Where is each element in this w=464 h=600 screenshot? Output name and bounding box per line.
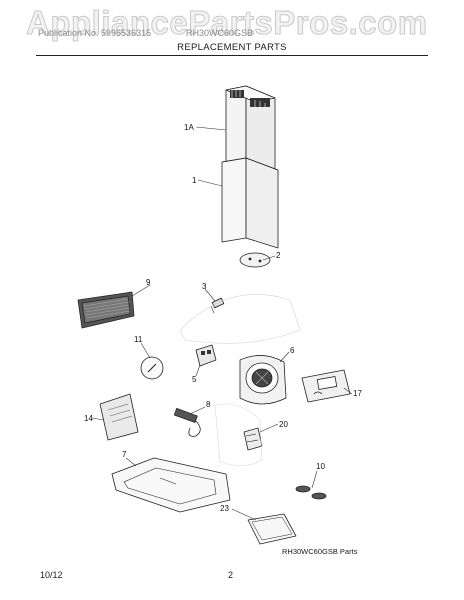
mounting-feet-part — [295, 485, 327, 500]
page-number: 2 — [228, 570, 234, 580]
upper-duct-cover-part — [225, 85, 276, 171]
control-knob-part — [140, 356, 164, 380]
callout-6: 6 — [290, 346, 295, 355]
lower-duct-cover-part — [221, 157, 279, 249]
literature-label-part — [301, 369, 351, 403]
callout-7: 7 — [122, 450, 127, 459]
callout-8: 8 — [206, 400, 211, 409]
header-rule — [36, 55, 428, 56]
installation-template-part — [247, 513, 297, 545]
bracket-part — [243, 427, 263, 451]
owners-manual-part — [99, 393, 139, 441]
footer-date: 10/12 — [40, 570, 63, 580]
callout-10: 10 — [316, 462, 325, 471]
switch-part — [195, 344, 217, 367]
callout-11: 11 — [134, 335, 143, 344]
callout-1: 1 — [192, 176, 197, 185]
hood-canopy-part — [111, 457, 231, 513]
callout-5: 5 — [192, 375, 197, 384]
model-parts-tag: RH30WC60GSB Parts — [282, 547, 358, 556]
grease-filter-part — [77, 291, 135, 329]
callout-3: 3 — [202, 282, 207, 291]
model-number-header: RH30WC60GSB — [186, 28, 254, 38]
page-title: REPLACEMENT PARTS — [177, 42, 287, 53]
light-socket-part — [210, 297, 225, 314]
watermark-logo: AppliancePartsPros.com — [26, 4, 428, 42]
callout-14: 14 — [84, 414, 93, 423]
mounting-plate-part — [239, 252, 271, 268]
callout-1a: 1A — [184, 123, 194, 132]
blower-motor-part — [239, 355, 287, 405]
publication-number: Publication No. 5995536315 — [38, 28, 152, 38]
callout-2: 2 — [276, 251, 281, 260]
callout-9: 9 — [146, 278, 151, 287]
callout-17: 17 — [353, 389, 362, 398]
callout-23: 23 — [220, 504, 229, 513]
wire-harness-part — [173, 408, 201, 437]
callout-20: 20 — [279, 420, 288, 429]
